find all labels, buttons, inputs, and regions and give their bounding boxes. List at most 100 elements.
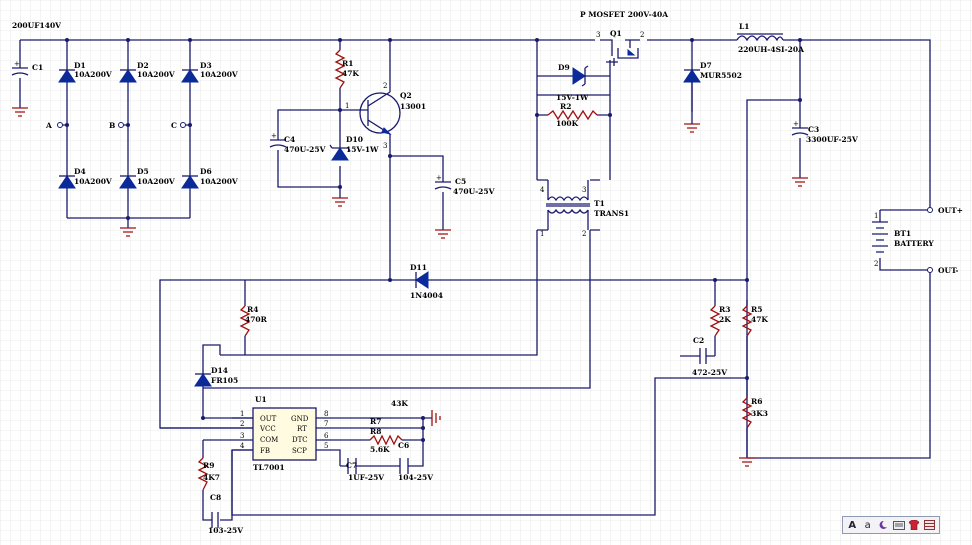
u1-pin-7: 7 — [324, 420, 328, 428]
t1-pin-2: 2 — [582, 230, 586, 238]
d6-value: 10A200V — [200, 177, 238, 186]
d7-label: D7 — [700, 61, 712, 70]
bridge-diode-d2 — [119, 69, 137, 83]
bridge-ground-symbol — [120, 227, 136, 237]
d4-value: 10A200V — [74, 177, 112, 186]
svg-text:+: + — [271, 132, 277, 140]
capacitor-c1: + — [11, 40, 29, 117]
r9-value: 4K7 — [203, 473, 220, 482]
bt1-pin-1: 1 — [874, 212, 878, 220]
t1-value: TRANS1 — [594, 209, 629, 218]
capacitor-c8 — [211, 512, 219, 528]
bridge-diode-d5 — [119, 175, 137, 189]
t1-label: T1 — [594, 199, 605, 208]
c3-label: C3 — [808, 125, 819, 134]
capacitor-c2 — [680, 348, 715, 364]
inductor-l1 — [736, 33, 784, 42]
out-plus-label: OUT+ — [938, 206, 963, 215]
d3-label: D3 — [200, 61, 212, 70]
r9-label: R9 — [203, 461, 214, 470]
resistor-r9 — [197, 457, 209, 491]
transistor-q2 — [359, 91, 401, 135]
c6-value: 104-25V — [398, 473, 433, 482]
grid-menu-icon[interactable] — [924, 519, 937, 531]
shirt-icon[interactable] — [908, 519, 921, 531]
phase-b-terminal — [118, 122, 124, 128]
text-tool-button[interactable]: A — [848, 519, 857, 531]
u1-label: U1 — [255, 395, 267, 404]
q1-pin-2: 2 — [640, 31, 644, 39]
t1-pin-3: 3 — [582, 186, 586, 194]
bt1-pin-2: 2 — [874, 260, 878, 268]
bt1-label: BT1 — [894, 229, 911, 238]
r8-label: R8 — [370, 427, 381, 436]
q1-label: Q1 — [610, 29, 622, 38]
d14-label: D14 — [211, 366, 228, 375]
d10-value: 15V-1W — [346, 145, 379, 154]
mosfet-caption: P MOSFET 200V-40A — [580, 10, 668, 19]
q2-value: 13001 — [400, 102, 426, 111]
r4-d14-wires — [202, 280, 253, 419]
ic-u1-body — [252, 407, 317, 461]
u1-value: TL7001 — [253, 463, 285, 472]
svg-text:+: + — [14, 60, 20, 68]
u1-scp-label: SCP — [292, 447, 307, 455]
r1-value: 47K — [342, 69, 359, 78]
bridge-diode-d3 — [181, 69, 199, 83]
capacitor-c7 — [347, 458, 357, 474]
t1-pin-1: 1 — [540, 230, 544, 238]
drawing-toolbar: A a — [842, 516, 940, 534]
u1-fb-label: FB — [260, 447, 270, 455]
u1-pin-1: 1 — [240, 410, 244, 418]
resistor-r3 — [709, 305, 721, 337]
feedback-wires — [231, 280, 748, 516]
d3-value: 10A200V — [200, 70, 238, 79]
r4-label: R4 — [247, 305, 258, 314]
d7-value: MUR5502 — [700, 71, 742, 80]
r1-label: R1 — [342, 59, 353, 68]
c4-value: 470U-25V — [284, 145, 326, 154]
r9-c8-wires — [202, 439, 233, 521]
c8-label: C8 — [210, 493, 221, 502]
r2-value: 100K — [556, 119, 579, 128]
capacitor-c4: + — [269, 132, 287, 148]
out-minus-terminal — [927, 267, 933, 273]
c2-value: 472-25V — [692, 368, 727, 377]
text-sub-button[interactable]: a — [864, 519, 871, 531]
capacitor-c5: + — [434, 174, 452, 190]
r6-ground-symbol — [739, 457, 755, 467]
d6-label: D6 — [200, 167, 212, 176]
phase-c-label: C — [171, 121, 177, 130]
out-plus-terminal — [927, 207, 933, 213]
d2-label: D2 — [137, 61, 149, 70]
c7-value: 1UF-25V — [348, 473, 384, 482]
u1-pin-4: 4 — [240, 442, 245, 450]
capacitor-c6 — [399, 458, 409, 474]
l1-value: 220UH-4SI-20A — [738, 45, 804, 54]
d4-label: D4 — [74, 167, 86, 176]
d1-label: D1 — [74, 61, 86, 70]
r6-value: 3K3 — [751, 409, 768, 418]
resistor-r6 — [741, 397, 753, 429]
keyboard-icon[interactable] — [892, 519, 906, 531]
l1-label: L1 — [739, 22, 750, 31]
resistor-r1 — [334, 49, 346, 89]
t1-pin-4: 4 — [540, 186, 545, 194]
u1-out-label: OUT — [260, 415, 277, 423]
c2-label: C2 — [693, 336, 704, 345]
resistor-r4 — [239, 305, 251, 337]
bridge-diode-d1 — [58, 69, 76, 83]
q2-ground-symbol-b — [435, 229, 451, 239]
d11-label: D11 — [410, 263, 427, 272]
d9-value: 15V-1W — [556, 93, 589, 102]
svg-text:+: + — [436, 174, 442, 182]
q1-pin-3: 3 — [596, 31, 600, 39]
moon-icon[interactable] — [877, 519, 890, 531]
r7-label: R7 — [370, 417, 381, 426]
q1-wires — [203, 40, 611, 389]
q2-ground-symbol-a — [332, 197, 348, 207]
u1-pin-5: 5 — [324, 442, 328, 450]
battery-bt1 — [872, 221, 888, 253]
c7-label: C7 — [346, 461, 357, 470]
